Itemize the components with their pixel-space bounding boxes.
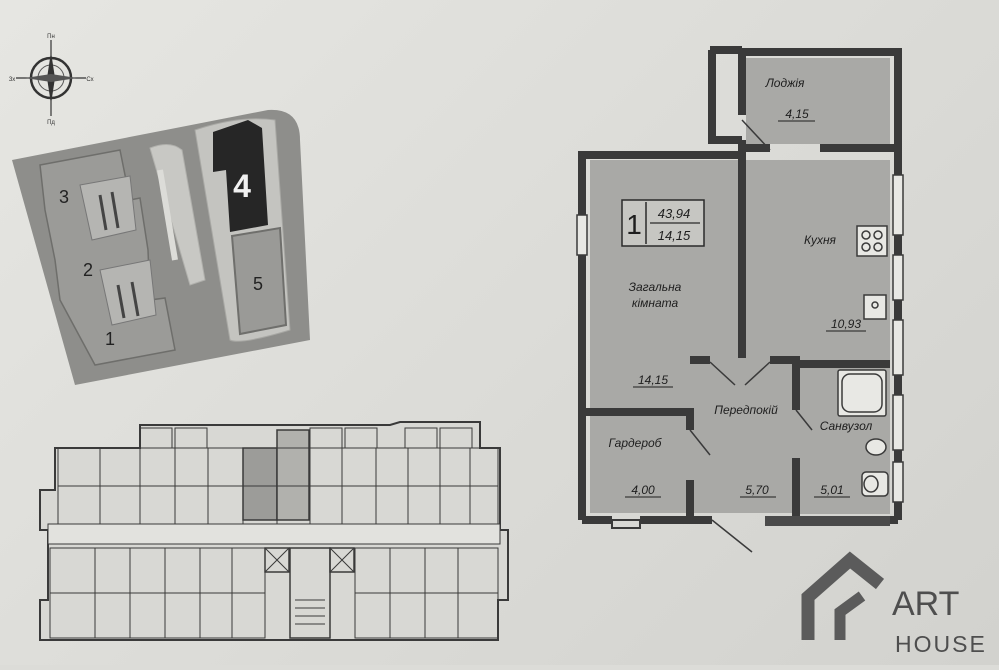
building-3-number: 3: [59, 187, 69, 207]
building-4[interactable]: [213, 120, 268, 232]
compass-north-label: Пн: [47, 34, 55, 40]
building-2-number: 2: [83, 260, 93, 280]
building-4-number: 4: [233, 168, 251, 204]
logo-line2: HOUSE: [895, 631, 987, 657]
compass-east-label: Сх: [86, 77, 93, 83]
logo-line1: ART: [892, 585, 959, 623]
rooms-count: 1: [626, 209, 642, 240]
art-house-logo: ART HOUSE: [801, 551, 987, 657]
building-5-number: 5: [253, 274, 263, 294]
floor-plan-room: [457, 592, 499, 639]
floor-plan-room: [174, 427, 208, 449]
floor-plan-room: [469, 485, 499, 525]
wardrobe-area: 4,00: [631, 483, 655, 497]
living-label-line1: Загальна: [629, 280, 682, 294]
compass-west-label: Зх: [9, 77, 16, 83]
compass: Пн Пд Зх Сх: [9, 34, 94, 126]
room-hallway[interactable]: [690, 360, 800, 513]
living-area: 14,15: [658, 228, 691, 243]
floor-plan-room: [139, 427, 173, 449]
building-1-number: 1: [105, 329, 115, 349]
loggia-label: Лоджія: [765, 76, 805, 90]
kitchen-area: 10,93: [831, 317, 861, 331]
floor-plan-room: [404, 427, 438, 449]
bathroom-area: 5,01: [820, 483, 843, 497]
site-plan: 4 5 3 2 1: [12, 109, 310, 385]
floor-plan-room: [344, 427, 378, 449]
living-area-label: 14,15: [638, 373, 668, 387]
room-kitchen[interactable]: [742, 160, 890, 360]
house-logo-icon: [801, 551, 885, 640]
typical-floor-plan: [39, 421, 509, 641]
room-wardrobe[interactable]: [590, 415, 690, 513]
hallway-area: 5,70: [745, 483, 769, 497]
floor-plan-room: [231, 592, 266, 639]
hallway-label: Передпокій: [714, 403, 778, 417]
room-loggia[interactable]: [746, 58, 890, 144]
compass-south-label: Пд: [47, 120, 55, 126]
floor-plan-apartment-highlight[interactable]: [242, 447, 278, 521]
living-label-line2: кімната: [632, 296, 679, 310]
kitchen-label: Кухня: [804, 233, 837, 247]
bathroom-label: Санвузол: [820, 419, 873, 433]
loggia-area: 4,15: [785, 107, 809, 121]
floor-plan-room: [439, 427, 473, 449]
apartment-plan: 1 43,94 14,15 Лоджія 4,15 Кухня 10,93 За…: [576, 46, 904, 553]
total-area: 43,94: [658, 206, 691, 221]
typical-floor-apartments: [49, 427, 499, 639]
floor-plan-room: [309, 427, 343, 449]
building-5[interactable]: [230, 226, 288, 336]
wardrobe-label: Гардероб: [609, 436, 663, 450]
